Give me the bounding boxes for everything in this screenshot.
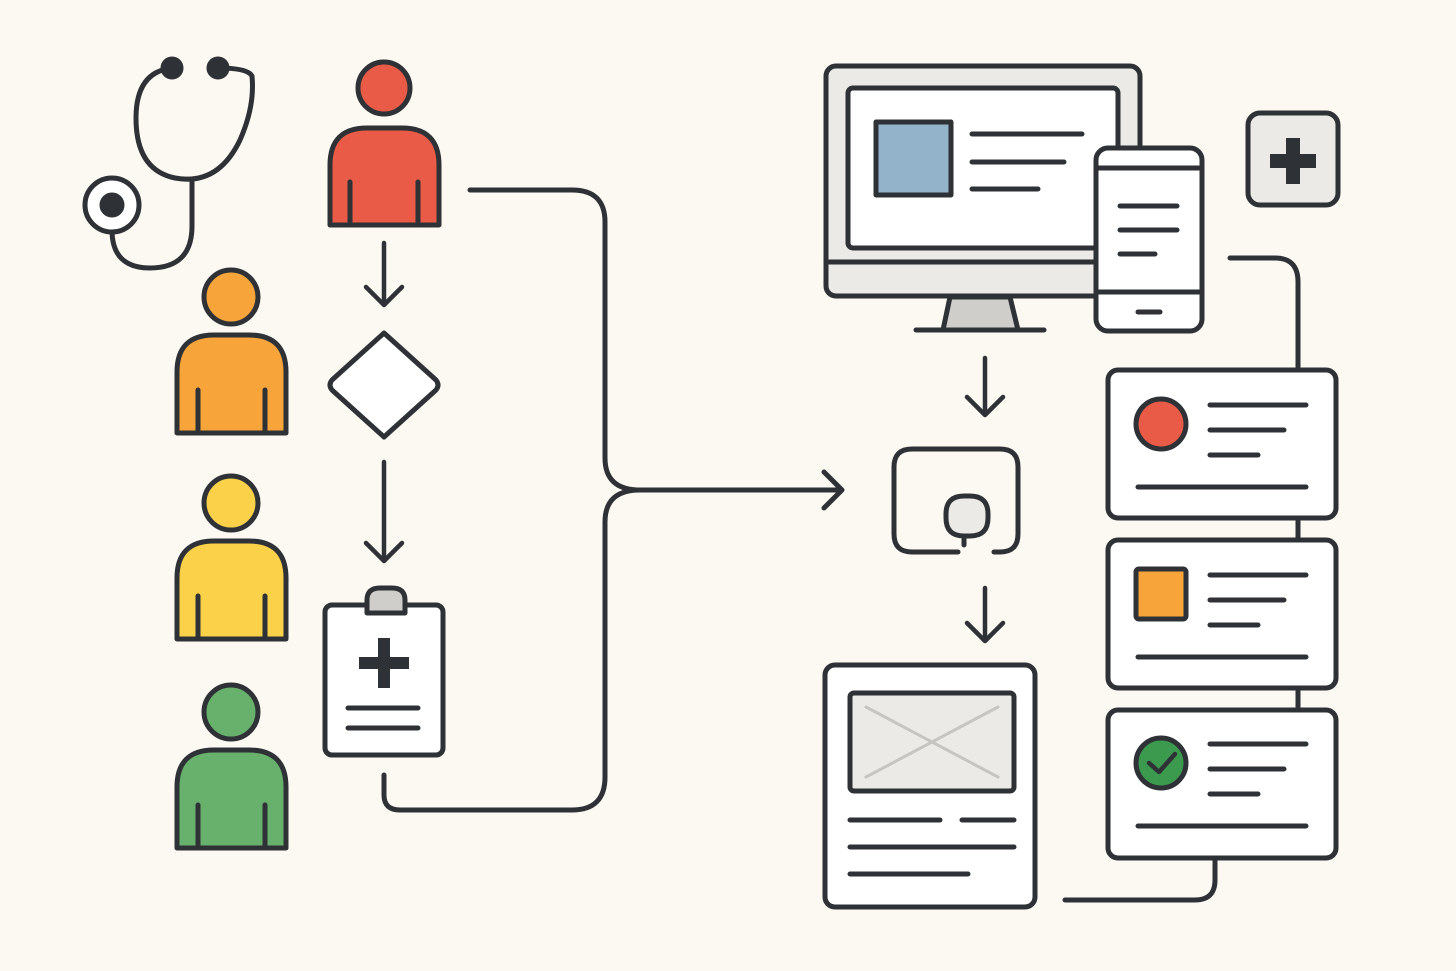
connectors bbox=[381, 187, 1301, 903]
processing-node-icon bbox=[891, 446, 1021, 555]
patient-yellow-icon bbox=[174, 473, 289, 642]
connector-report-to-records bbox=[1062, 855, 1218, 903]
patient-green-icon bbox=[174, 682, 289, 851]
arrow-down-icon bbox=[363, 240, 405, 308]
desktop-monitor-icon bbox=[823, 63, 1143, 333]
arrow-down-icon bbox=[964, 355, 1006, 418]
flow-arrows bbox=[363, 240, 1006, 644]
record-card-red-status bbox=[1105, 367, 1339, 521]
report-document-icon bbox=[822, 662, 1038, 910]
medical-cross-icon bbox=[1245, 110, 1341, 208]
hub-arrowhead bbox=[821, 469, 845, 511]
connector-clipboard-to-hub bbox=[381, 487, 643, 813]
stethoscope-icon bbox=[82, 56, 255, 271]
decision-diamond-icon bbox=[327, 330, 441, 440]
medical-clipboard-icon bbox=[322, 585, 446, 758]
patient-orange-icon bbox=[174, 267, 289, 436]
record-card-orange-status bbox=[1105, 537, 1339, 691]
mobile-phone-icon bbox=[1093, 145, 1205, 334]
connector-patient-to-hub bbox=[467, 187, 843, 493]
arrow-down-icon bbox=[363, 459, 405, 564]
patient-red-icon bbox=[327, 59, 442, 228]
connector-phone-to-records bbox=[1227, 255, 1301, 371]
arrow-down-icon bbox=[964, 585, 1006, 644]
record-card-green-check bbox=[1105, 707, 1339, 861]
